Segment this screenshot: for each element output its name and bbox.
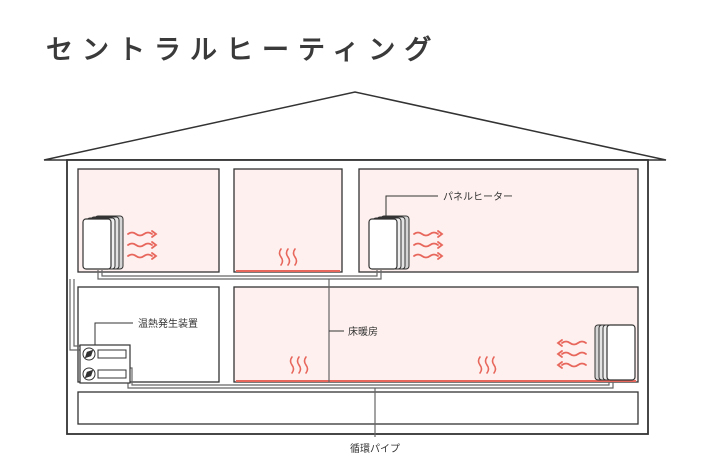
floor-heat-upper-middle bbox=[278, 248, 298, 266]
panel-heater-leader bbox=[385, 195, 438, 216]
panel-heater-label: パネルヒーター bbox=[443, 191, 513, 203]
floor-heat-lower-left bbox=[289, 356, 309, 374]
panel-heater-upper-left bbox=[82, 215, 124, 270]
crawl-space bbox=[77, 391, 639, 425]
panel-heater-upper-right bbox=[368, 215, 410, 270]
heat-source-unit bbox=[79, 344, 131, 384]
heat-source-label: 温熱発生装置 bbox=[138, 317, 198, 330]
panel-heater-lower-right bbox=[594, 324, 636, 381]
circulation-pipe-network bbox=[69, 270, 614, 437]
floor-heat-lower-middle bbox=[477, 356, 497, 374]
heat-source-leader bbox=[94, 322, 133, 345]
page-title: セントラルヒーティング bbox=[46, 35, 441, 66]
room-lower-main bbox=[233, 286, 639, 383]
room-upper-middle bbox=[233, 168, 343, 273]
floor-heating-label: 床暖房 bbox=[348, 325, 378, 338]
warm-air-waves-upper-right bbox=[413, 230, 444, 260]
circulation-pipe-label: 循環パイプ bbox=[350, 442, 400, 455]
warm-air-waves-upper-left bbox=[127, 230, 158, 260]
warm-air-waves-lower-right bbox=[556, 339, 587, 369]
roof bbox=[43, 91, 667, 161]
